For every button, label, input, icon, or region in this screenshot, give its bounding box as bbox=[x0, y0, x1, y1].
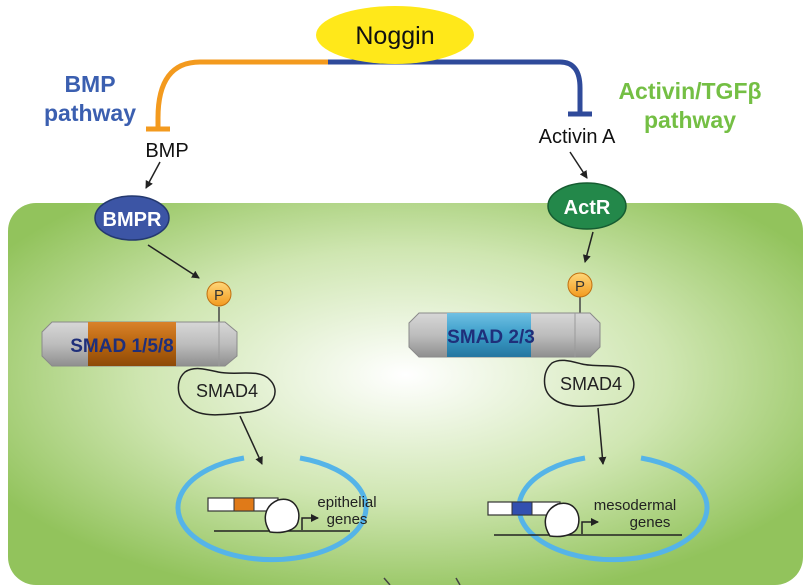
bmpr-to-phospho-arrow bbox=[147, 244, 200, 279]
actr-label: ActR bbox=[564, 197, 611, 219]
actr-receptor bbox=[547, 182, 627, 230]
bmp-smad4-label: SMAD4 bbox=[196, 381, 258, 401]
noggin-bmp-inhibition-line bbox=[155, 59, 328, 128]
bmp-to-nucleus-arrow bbox=[239, 415, 263, 465]
bmp-gene-cartoon bbox=[207, 497, 350, 534]
activin-genes-label-2: genes bbox=[630, 514, 671, 531]
bmp-ligand-label: BMP bbox=[145, 140, 188, 162]
activin-to-receptor-arrow bbox=[569, 151, 588, 179]
smad23-label: SMAD 2/3 bbox=[447, 327, 535, 348]
activin-smad4-shape bbox=[543, 359, 635, 408]
bmp-nucleus bbox=[175, 455, 369, 563]
bmp-phospho-label: P bbox=[214, 287, 224, 304]
bottom-tick-right bbox=[455, 577, 461, 585]
activin-nucleus bbox=[516, 455, 710, 563]
bmp-genes-label-1: epithelial bbox=[317, 494, 376, 511]
bmp-genes-label-2: genes bbox=[327, 511, 368, 528]
bmp-phospho-group bbox=[206, 281, 232, 307]
bmpr-label: BMPR bbox=[103, 209, 162, 231]
bmp-pathway-title-1: BMP bbox=[64, 71, 115, 97]
bmp-smad4-shape bbox=[177, 367, 276, 416]
noggin-oval bbox=[316, 6, 474, 64]
bmpr-receptor bbox=[94, 195, 170, 241]
smad158-bar bbox=[41, 321, 238, 367]
activin-smad4-label: SMAD4 bbox=[560, 374, 622, 394]
activin-genes-label-1: mesodermal bbox=[594, 497, 677, 514]
activin-phospho-group bbox=[567, 272, 593, 298]
smad23-bar bbox=[408, 312, 601, 358]
activin-gene-cartoon bbox=[487, 501, 682, 538]
activin-pathway-title-1: Activin/TGFβ bbox=[618, 78, 761, 104]
bmp-to-receptor-arrow bbox=[145, 161, 161, 189]
activin-pathway-title-2: pathway bbox=[644, 107, 736, 133]
actr-to-phospho-arrow bbox=[582, 231, 594, 263]
noggin-label: Noggin bbox=[355, 22, 434, 50]
smad158-label: SMAD 1/5/8 bbox=[70, 336, 173, 357]
bmp-pathway-title-2: pathway bbox=[44, 100, 136, 126]
activin-to-nucleus-arrow bbox=[597, 407, 607, 465]
cell-body bbox=[8, 203, 803, 585]
noggin-activin-inhibition-line bbox=[328, 59, 583, 113]
activin-phospho-label: P bbox=[575, 278, 585, 295]
activin-ligand-label: Activin A bbox=[539, 126, 616, 148]
bottom-tick-left bbox=[383, 577, 391, 585]
